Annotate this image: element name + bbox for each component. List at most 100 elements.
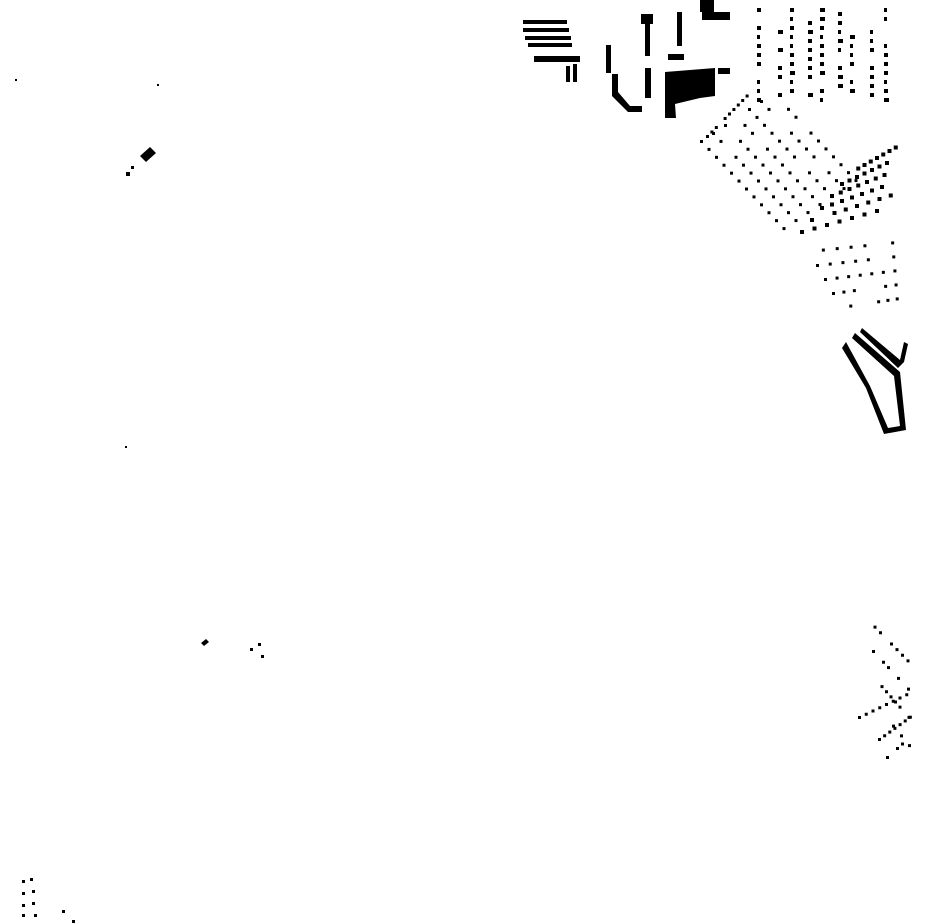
building: [887, 666, 890, 670]
building: [852, 289, 856, 293]
building: [778, 93, 782, 97]
building: [839, 163, 843, 167]
building: [856, 183, 861, 188]
building: [840, 182, 844, 186]
building: [745, 187, 748, 191]
building: [728, 112, 731, 116]
building: [808, 171, 811, 175]
building: [808, 30, 813, 34]
building: [901, 742, 904, 746]
building: [700, 0, 714, 12]
building: [842, 187, 846, 191]
building: [612, 74, 642, 112]
building: [732, 108, 736, 111]
building: [890, 642, 893, 646]
building: [889, 695, 893, 699]
building: [884, 71, 888, 75]
building: [865, 180, 869, 184]
building: [706, 135, 709, 138]
building: [710, 130, 714, 134]
building: [790, 62, 794, 66]
building: [799, 203, 802, 207]
building: [754, 155, 757, 159]
building: [898, 705, 902, 709]
building: [715, 155, 718, 159]
building: [862, 171, 867, 176]
building: [908, 715, 912, 719]
building: [885, 690, 888, 694]
building: [832, 211, 837, 215]
building: [894, 283, 898, 287]
building: [72, 920, 75, 923]
building: [856, 166, 861, 171]
building: [820, 89, 824, 93]
building: [870, 48, 874, 52]
building: [893, 145, 898, 150]
building: [870, 93, 874, 97]
building: [766, 147, 769, 151]
building: [820, 71, 825, 75]
building: [850, 53, 853, 57]
building: [745, 94, 749, 98]
building: [824, 278, 827, 281]
building: [838, 12, 842, 16]
building: [891, 241, 895, 245]
building: [881, 270, 885, 274]
building: [838, 39, 843, 43]
building: [878, 706, 882, 710]
building: [157, 84, 159, 86]
building: [873, 176, 878, 181]
building: [790, 89, 794, 93]
building: [757, 80, 760, 84]
building: [884, 89, 888, 93]
building: [778, 139, 781, 143]
building: [677, 12, 682, 46]
building: [862, 163, 867, 167]
building: [800, 230, 804, 234]
building: [787, 107, 790, 111]
building: [808, 39, 812, 43]
building: [140, 147, 156, 162]
building: [871, 709, 875, 713]
building: [888, 730, 892, 734]
building: [881, 152, 886, 157]
building: [854, 259, 858, 263]
building: [862, 212, 867, 217]
building-cluster-curved-blocks: [842, 328, 908, 434]
building: [847, 187, 852, 191]
building: [757, 62, 761, 66]
building: [823, 187, 826, 191]
building: [891, 699, 895, 703]
building: [832, 292, 835, 295]
building: [870, 188, 874, 193]
building: [888, 193, 893, 198]
building: [126, 172, 130, 176]
building: [787, 211, 790, 215]
building: [847, 178, 852, 183]
building: [860, 192, 864, 196]
building: [743, 123, 747, 127]
building: [757, 89, 760, 93]
building: [849, 245, 853, 249]
building: [707, 147, 711, 151]
building: [847, 275, 851, 279]
building: [880, 685, 884, 689]
building: [739, 139, 742, 143]
building: [884, 44, 887, 48]
building: [908, 744, 911, 748]
building: [870, 39, 873, 43]
building: [757, 35, 760, 39]
building: [730, 171, 733, 175]
building: [832, 155, 835, 159]
building: [850, 35, 855, 39]
building: [778, 30, 783, 34]
building: [843, 207, 848, 212]
building: [737, 179, 741, 183]
building: [886, 756, 889, 759]
building: [778, 48, 783, 52]
building: [879, 631, 882, 635]
building: [815, 179, 819, 183]
building: [828, 262, 832, 266]
building: [775, 219, 778, 223]
